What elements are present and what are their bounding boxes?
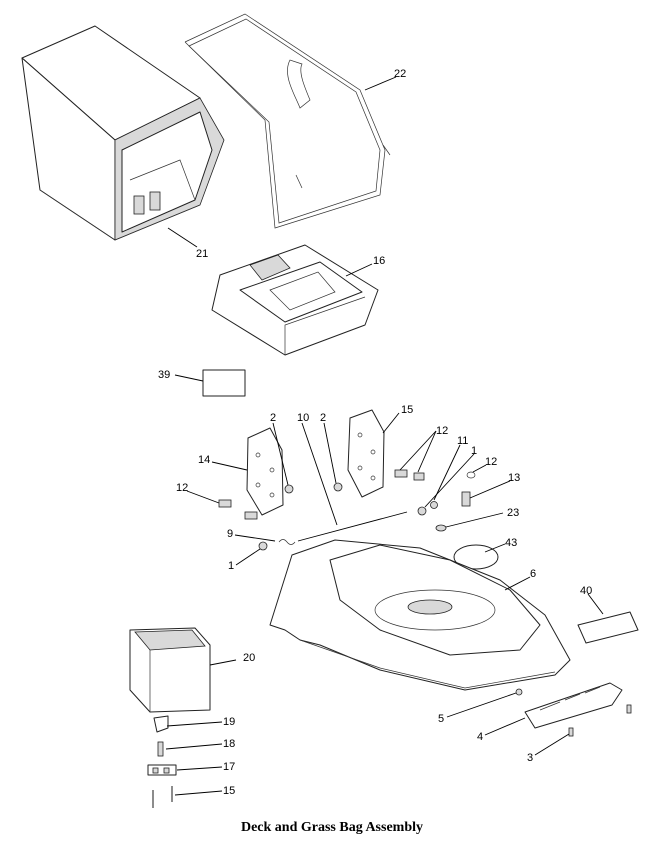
callout-15: 15 bbox=[223, 785, 235, 797]
part-handle-bracket bbox=[524, 682, 623, 729]
callout-2-right: 2 bbox=[320, 412, 326, 424]
callout-9: 11 bbox=[457, 435, 468, 447]
callout-labels: 21 22 16 39 2 10 2 15 12 11 1 12 13 14 1… bbox=[158, 68, 592, 797]
callout-21: 21 bbox=[196, 248, 208, 260]
callout-2-left: 2 bbox=[270, 412, 276, 424]
part-left-plate bbox=[246, 427, 284, 516]
callout-1-left: 1 bbox=[228, 560, 234, 572]
callout-3: 3 bbox=[527, 752, 533, 764]
leader-lines bbox=[165, 76, 604, 796]
callout-4: 4 bbox=[477, 731, 483, 743]
callout-20: 20 bbox=[243, 652, 255, 664]
callout-11: 13 bbox=[508, 472, 520, 484]
part-grass-bag bbox=[21, 25, 225, 241]
callout-12-left: 12 bbox=[176, 482, 188, 494]
callout-10: 12 bbox=[485, 456, 497, 468]
callout-12-right: 12 bbox=[436, 425, 448, 437]
part-bag-frame bbox=[184, 13, 391, 229]
part-chute-hardware bbox=[147, 715, 177, 808]
callout-8: 10 bbox=[297, 412, 309, 424]
part-hardware bbox=[218, 469, 632, 737]
part-discharge-chute bbox=[129, 627, 211, 713]
part-decal-39 bbox=[202, 369, 246, 397]
callout-39: 39 bbox=[158, 369, 170, 381]
callout-5: 5 bbox=[438, 713, 444, 725]
part-decal-40 bbox=[577, 611, 639, 644]
diagram-caption: Deck and Grass Bag Assembly bbox=[240, 820, 424, 835]
callout-7: 9 bbox=[227, 528, 233, 540]
callout-22: 22 bbox=[394, 68, 406, 80]
callout-23: 23 bbox=[507, 507, 519, 519]
callout-14: 15 bbox=[401, 404, 413, 416]
callout-40: 40 bbox=[580, 585, 592, 597]
callout-13: 14 bbox=[198, 454, 210, 466]
callout-1-right: 1 bbox=[471, 445, 477, 457]
callout-43: 43 bbox=[505, 537, 517, 549]
callout-16: 16 bbox=[373, 255, 385, 267]
callout-17: 17 bbox=[223, 761, 235, 773]
callout-19: 19 bbox=[223, 716, 235, 728]
part-mower-deck bbox=[269, 539, 571, 691]
callout-18: 18 bbox=[223, 738, 235, 750]
part-right-plate bbox=[347, 409, 385, 498]
part-rear-door bbox=[211, 244, 379, 356]
callout-6: 6 bbox=[530, 568, 536, 580]
